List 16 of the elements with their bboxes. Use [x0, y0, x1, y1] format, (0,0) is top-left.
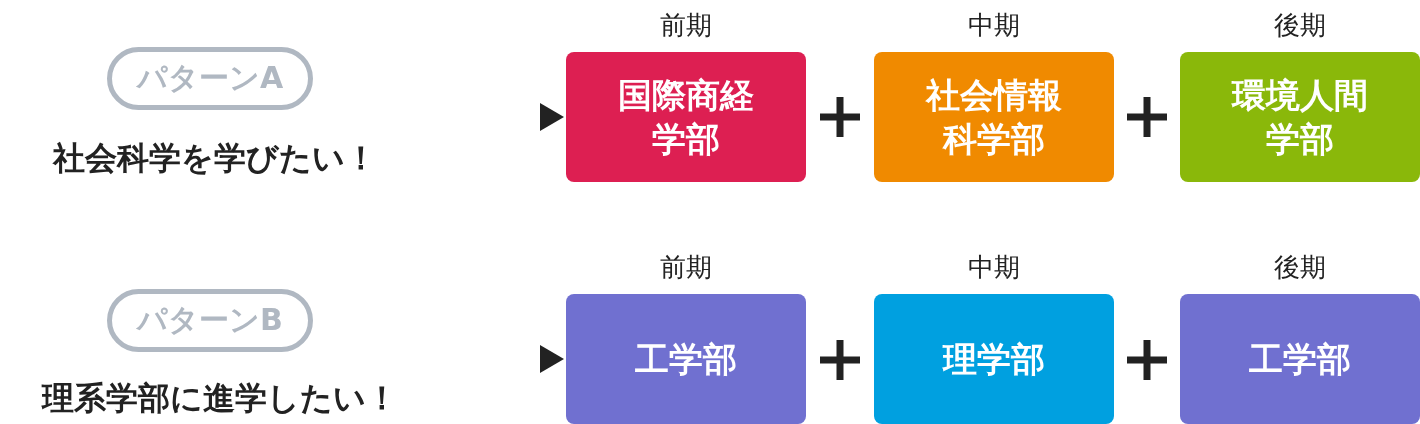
- faculty-box: 工学部: [566, 294, 806, 424]
- term-label: 後期: [1273, 251, 1327, 284]
- pattern-pill: パターンB: [107, 289, 313, 352]
- faculty-box: 環境人間学部: [1180, 52, 1420, 182]
- faculty-box: 国際商経学部: [566, 52, 806, 182]
- term-label: 前期: [659, 251, 713, 284]
- term-label: 中期: [967, 251, 1021, 284]
- goal-text: 理系学部に進学したい！: [0, 354, 440, 424]
- faculty-box: 工学部: [1180, 294, 1420, 424]
- term-label: 中期: [967, 9, 1021, 42]
- term-label: 前期: [659, 9, 713, 42]
- faculty-box: 理学部: [874, 294, 1114, 424]
- pattern-pill: パターンA: [107, 47, 313, 110]
- faculty-box: 社会情報科学部: [874, 52, 1114, 182]
- goal-text: 社会科学を学びたい！: [15, 112, 415, 185]
- term-label: 後期: [1273, 9, 1327, 42]
